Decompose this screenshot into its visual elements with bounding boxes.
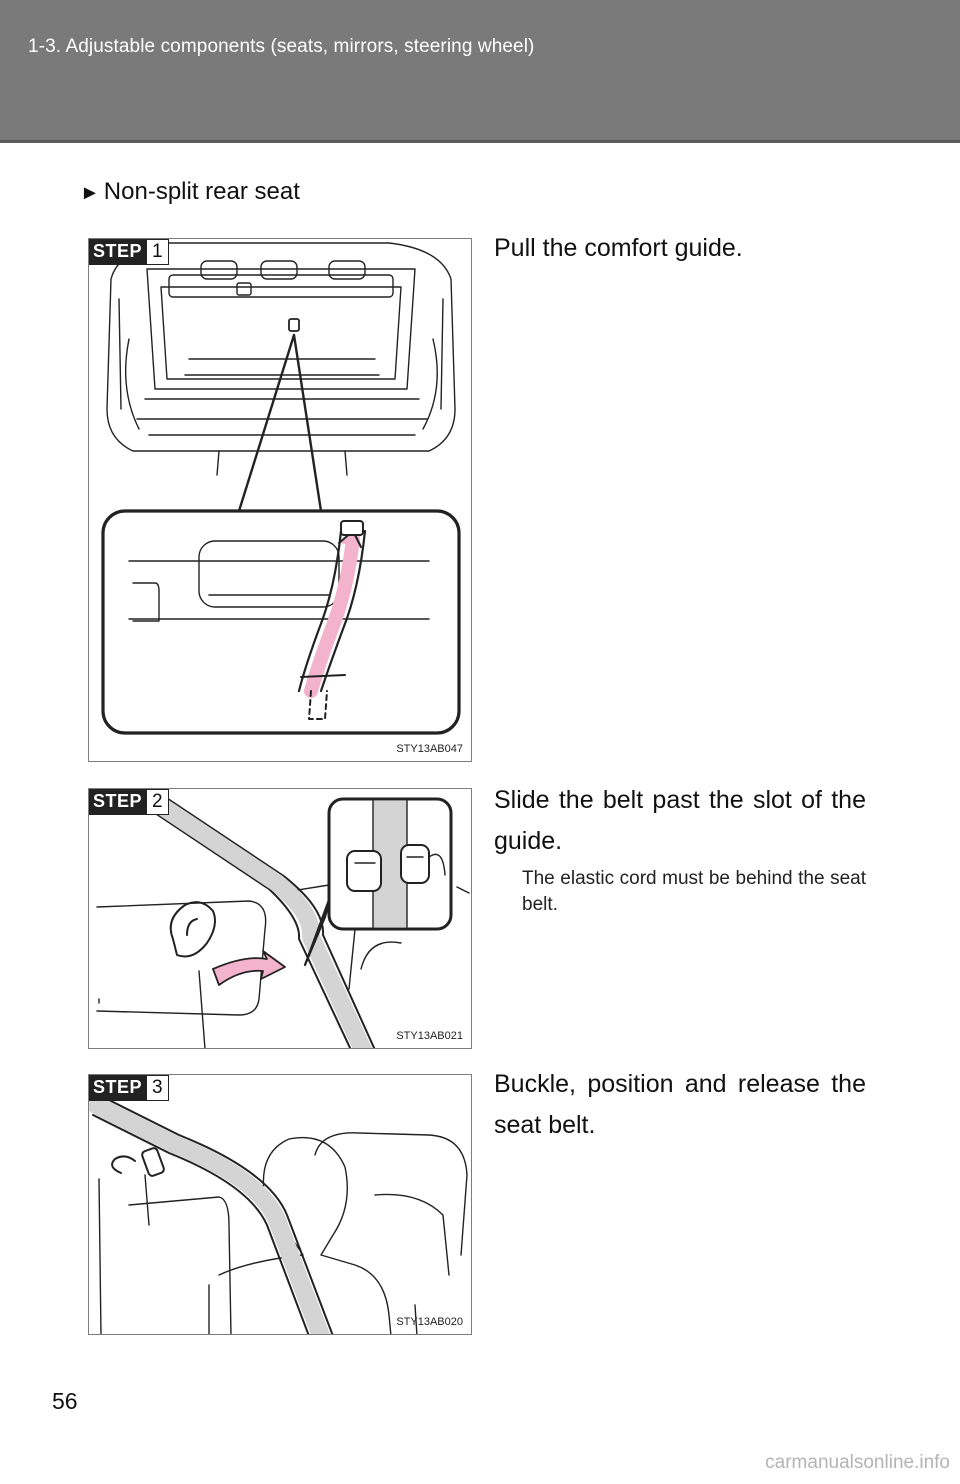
seat-belt-slide-illustration — [96, 789, 470, 1048]
triangle-marker-icon: ► — [80, 182, 100, 204]
step-number: 1 — [147, 239, 169, 265]
section-title: Non-split rear seat — [103, 178, 300, 205]
step-badge-2: STEP 2 — [89, 789, 169, 815]
step-label: STEP — [89, 789, 148, 815]
seat-belt-fastened-illustration — [89, 1094, 468, 1334]
figure-step-2: STEP 2 STY13AB021 — [88, 788, 472, 1049]
step-label: STEP — [89, 239, 148, 265]
watermark: carmanualsonline.info — [765, 1452, 950, 1473]
page-number: 56 — [52, 1388, 78, 1414]
step-number: 2 — [147, 789, 169, 815]
step-badge-1: STEP 1 — [89, 239, 169, 265]
section-heading: ►Non-split rear seat — [80, 178, 300, 206]
step-badge-3: STEP 3 — [89, 1075, 169, 1101]
step-2-instruction: Slide the belt past the slot of the guid… — [494, 786, 866, 855]
figure-code: STY13AB047 — [396, 743, 463, 755]
car-rear-cargo-illustration — [101, 242, 461, 735]
figure-code: STY13AB020 — [396, 1316, 463, 1328]
figure-code: STY13AB021 — [396, 1030, 463, 1042]
step-1-instruction: Pull the comfort guide. — [494, 234, 743, 262]
figure-step-3: STEP 3 STY13AB020 — [88, 1074, 472, 1335]
step-2-note: The elastic cord must be behind the seat… — [522, 868, 866, 915]
step-3-instruction: Buckle, position and release the seat be… — [494, 1070, 866, 1139]
step-label: STEP — [89, 1075, 148, 1101]
header-title: 1-3. Adjustable components (seats, mirro… — [28, 36, 535, 57]
figure-step-1: STEP 1 STY13AB0 — [88, 238, 472, 762]
step-number: 3 — [147, 1075, 169, 1101]
page-header: 1-3. Adjustable components (seats, mirro… — [0, 0, 960, 143]
